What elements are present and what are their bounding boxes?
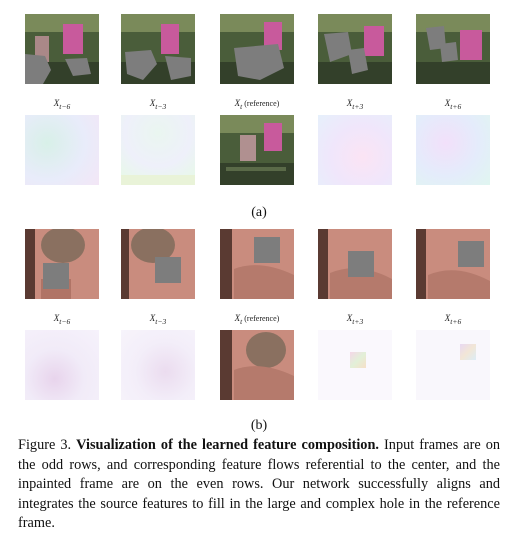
- feature-flow-image: [416, 115, 490, 185]
- frame-b-t+6: [416, 229, 490, 299]
- inpainted-hamster-image: [220, 330, 294, 400]
- frame-a-t+3: [318, 14, 392, 84]
- hamster-image: [220, 229, 294, 299]
- frame-b-t-3: [121, 229, 195, 299]
- subfigure-label-b: (b): [250, 418, 268, 433]
- flow-a-t-3: [121, 115, 195, 185]
- hamster-image: [416, 229, 490, 299]
- feature-flow-image: [25, 115, 99, 185]
- frame-a-t+6: [416, 14, 490, 84]
- inpainted-scene-image: [220, 115, 294, 185]
- frame-b-t-reference: [220, 229, 294, 299]
- flow-patch: [460, 344, 476, 360]
- flow-b-t+6: [416, 330, 490, 400]
- frame-a-t-6: [25, 14, 99, 84]
- caption-bold: Visualization of the learned feature com…: [76, 437, 379, 453]
- scene-image: [25, 14, 99, 84]
- frame-label: Xt (reference): [234, 98, 280, 111]
- frame-label: Xt (reference): [234, 313, 280, 326]
- frame-b-t-6: [25, 229, 99, 299]
- flow-a-t+3: [318, 115, 392, 185]
- flow-b-t-3: [121, 330, 195, 400]
- frame-label: Xt−6: [53, 313, 71, 326]
- feature-flow-image: [121, 115, 195, 185]
- inpainted-b-reference: [220, 330, 294, 400]
- scene-image: [318, 14, 392, 84]
- hamster-image: [318, 229, 392, 299]
- caption-prefix: Figure 3.: [18, 437, 72, 453]
- frame-b-t+3: [318, 229, 392, 299]
- frame-label: Xt+6: [444, 313, 462, 326]
- feature-flow-image: [121, 330, 195, 400]
- panel-a-flow-row: [0, 115, 517, 185]
- frame-label: Xt+6: [444, 98, 462, 111]
- figure-caption: Figure 3. Visualization of the learned f…: [18, 436, 500, 534]
- feature-flow-image: [25, 330, 99, 400]
- flow-b-t+3: [318, 330, 392, 400]
- frame-label: Xt−3: [149, 313, 167, 326]
- frame-label: Xt+3: [346, 98, 364, 111]
- panel-b-flow-row: [0, 330, 517, 400]
- scene-image: [121, 14, 195, 84]
- caption-body: Input frames are on the odd rows, and co…: [18, 437, 501, 532]
- frame-label: Xt−6: [53, 98, 71, 111]
- frame-a-t-3: [121, 14, 195, 84]
- frame-a-t-reference: [220, 14, 294, 84]
- flow-b-t-6: [25, 330, 99, 400]
- panel-b-input-row: [0, 229, 517, 299]
- hamster-image: [121, 229, 195, 299]
- hamster-image: [25, 229, 99, 299]
- flow-a-t-6: [25, 115, 99, 185]
- flow-a-t+6: [416, 115, 490, 185]
- feature-flow-image: [416, 330, 490, 400]
- frame-label: Xt−3: [149, 98, 167, 111]
- scene-image: [220, 14, 294, 84]
- inpainted-a-reference: [220, 115, 294, 185]
- scene-image: [416, 14, 490, 84]
- panel-a-input-row: [0, 14, 517, 84]
- feature-flow-image: [318, 115, 392, 185]
- flow-patch: [350, 352, 366, 368]
- frame-label: Xt+3: [346, 313, 364, 326]
- subfigure-label-a: (a): [251, 205, 267, 220]
